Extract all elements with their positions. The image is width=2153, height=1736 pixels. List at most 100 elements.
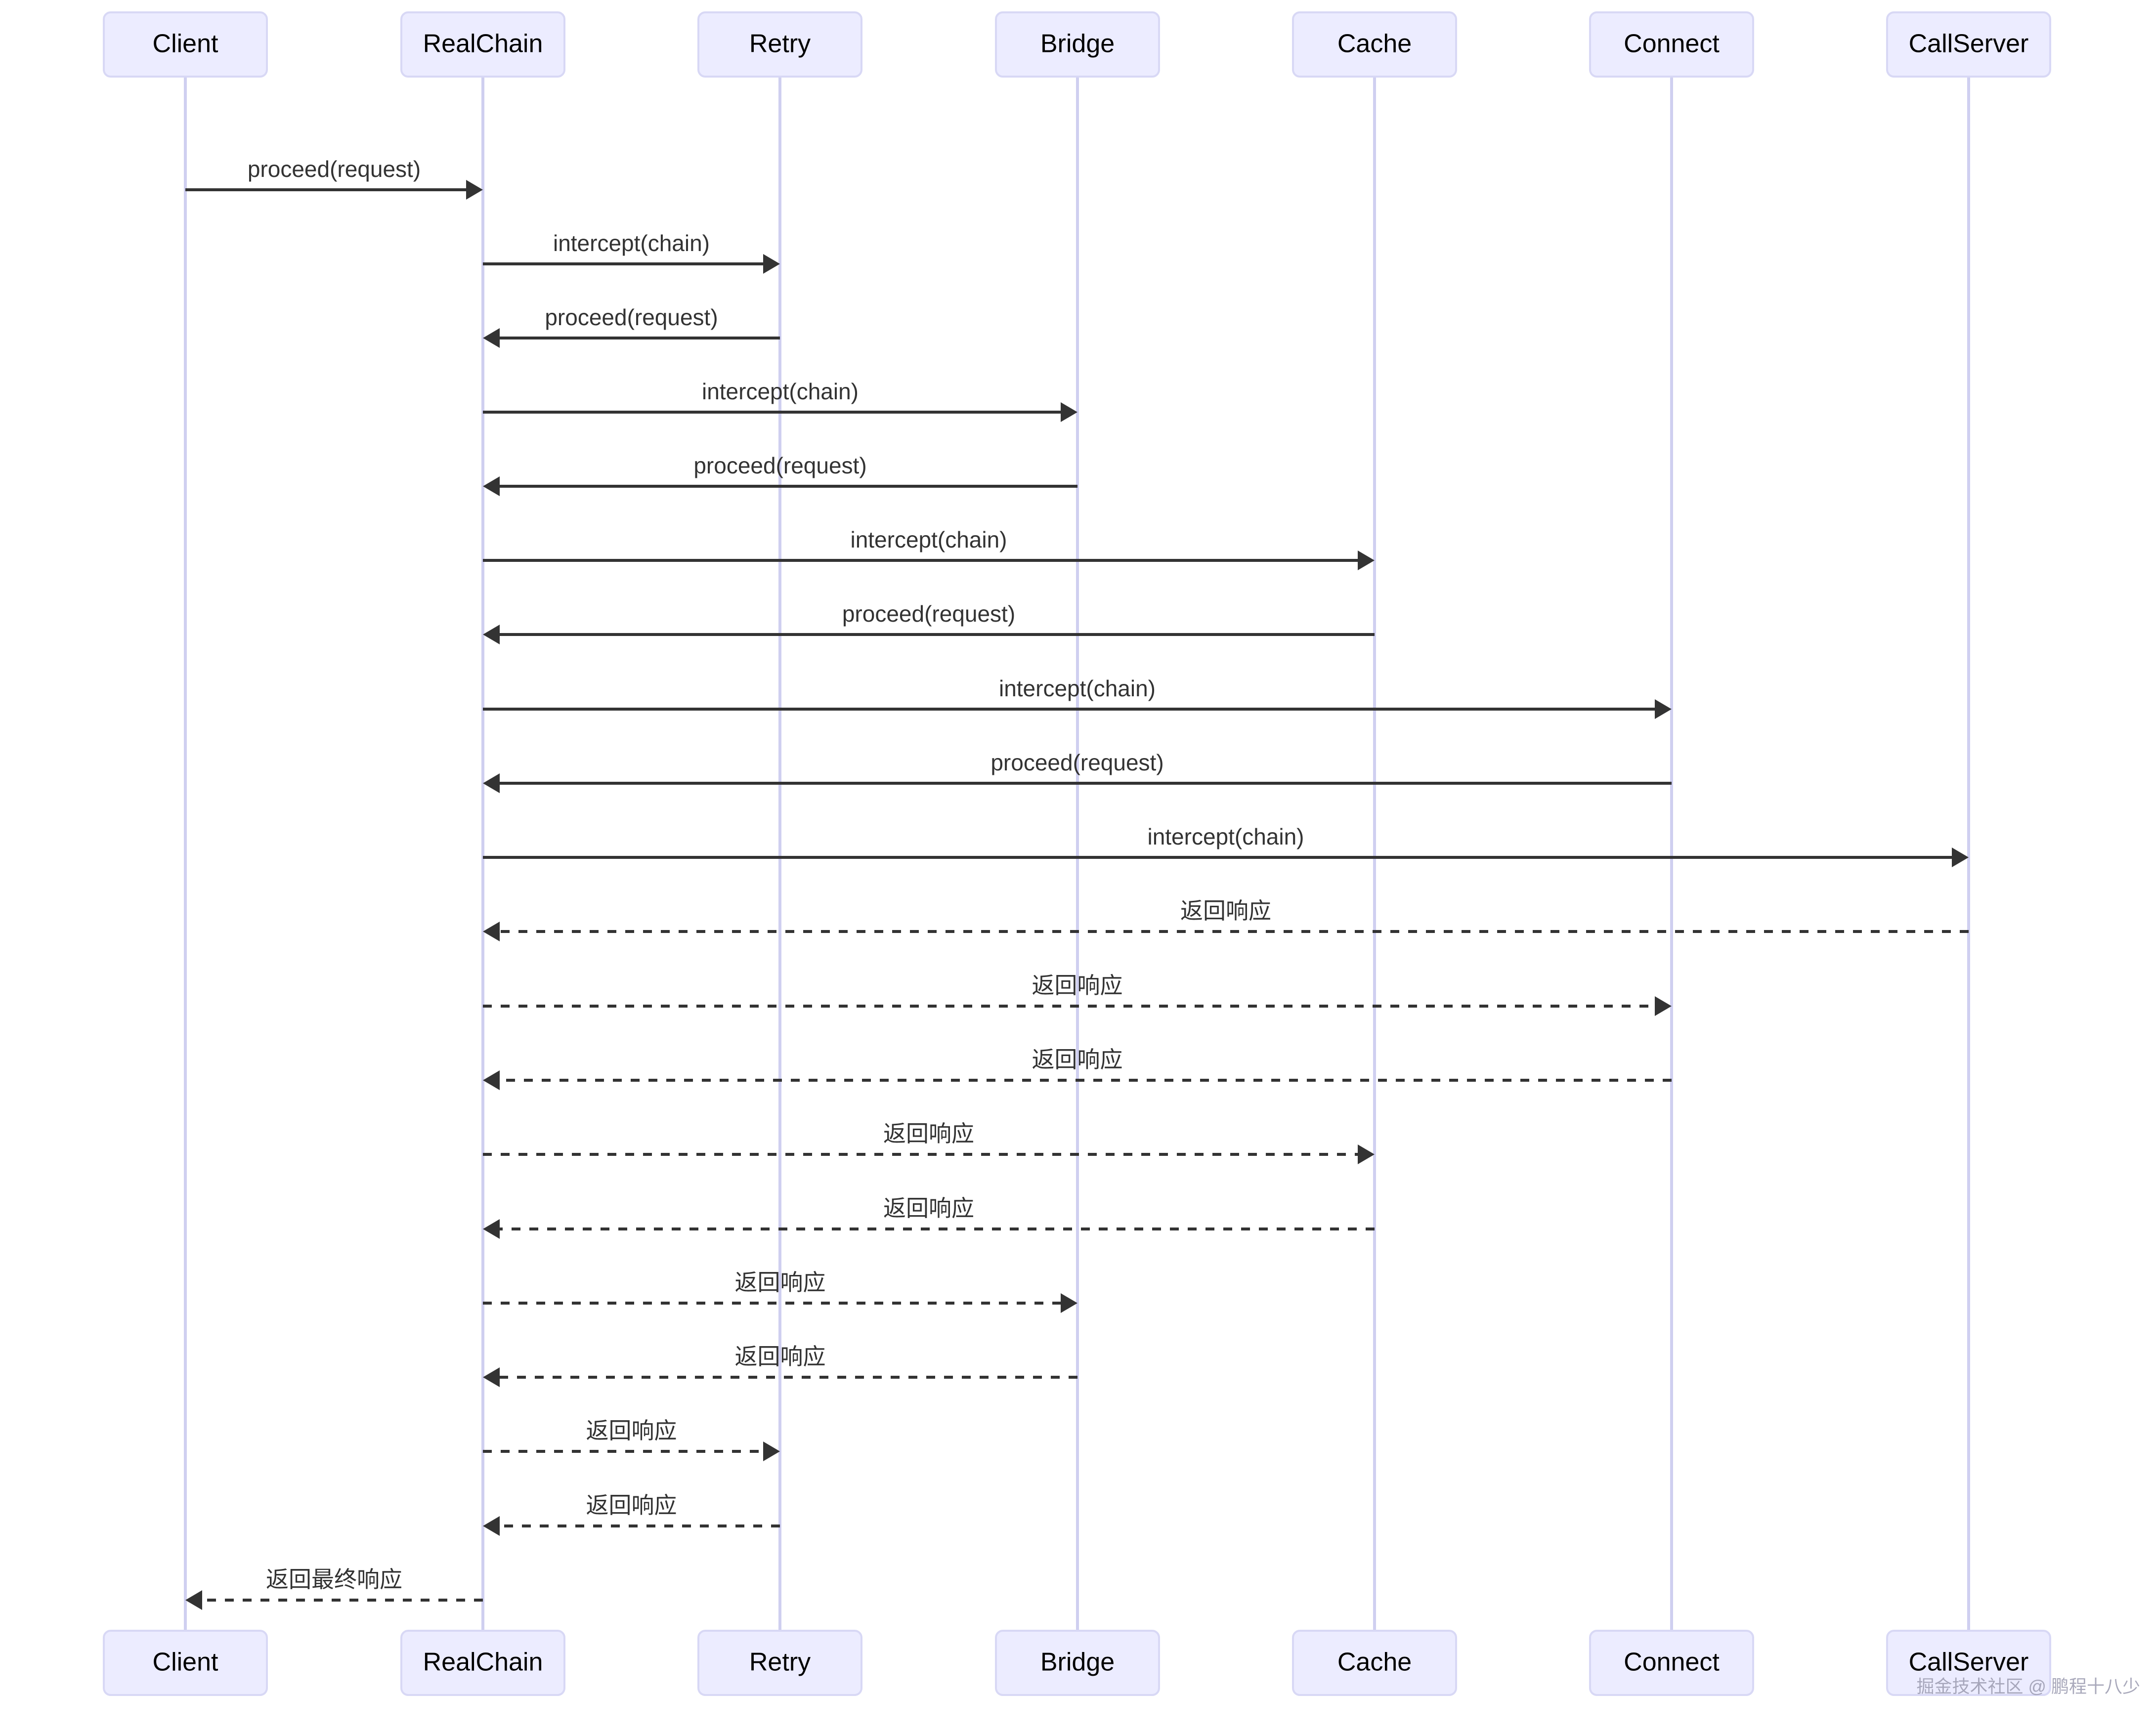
message-label: proceed(request) [693,453,866,478]
message-arrowhead [1655,699,1672,719]
message-8[interactable]: intercept(chain) [483,676,1672,719]
message-11[interactable]: 返回响应 [483,898,1969,941]
message-label: intercept(chain) [850,527,1007,552]
message-arrowhead [483,625,500,644]
actor-top-client[interactable]: Client [103,11,268,78]
message-13[interactable]: 返回响应 [483,1047,1672,1090]
actor-top-callserver[interactable]: CallServer [1886,11,2051,78]
actor-top-cache[interactable]: Cache [1292,11,1457,78]
message-6[interactable]: intercept(chain) [483,527,1375,570]
message-arrowhead [1358,1144,1375,1164]
message-arrowhead [1061,402,1077,422]
message-2[interactable]: intercept(chain) [483,230,780,274]
message-arrowhead [466,180,483,200]
message-label: 返回响应 [735,1344,826,1369]
message-4[interactable]: intercept(chain) [483,379,1077,422]
actor-label: Retry [749,30,811,58]
message-label: proceed(request) [545,304,718,330]
actor-bottom-callserver[interactable]: CallServer [1886,1630,2051,1696]
actor-box-rect [1589,11,1754,78]
message-10[interactable]: intercept(chain) [483,824,1969,867]
actor-bottom-connect[interactable]: Connect [1589,1630,1754,1696]
actor-top-connect[interactable]: Connect [1589,11,1754,78]
message-arrowhead [483,922,500,941]
message-arrowhead [185,1590,202,1610]
message-label: 返回响应 [586,1492,677,1518]
message-arrowhead [763,1441,780,1461]
actor-bottom-bridge[interactable]: Bridge [995,1630,1160,1696]
message-16[interactable]: 返回响应 [483,1270,1077,1313]
actor-label: Client [153,1648,218,1677]
message-label: 返回响应 [586,1418,677,1443]
message-17[interactable]: 返回响应 [483,1344,1077,1387]
actor-box-rect [400,1630,565,1696]
message-arrowhead [483,328,500,348]
message-arrowhead [1952,847,1969,867]
actor-top-bridge[interactable]: Bridge [995,11,1160,78]
actor-boxes-top: Client RealChain Retry Bridge Cache Connect Ca… [103,11,2051,78]
message-3[interactable]: proceed(request) [483,304,780,348]
actor-bottom-cache[interactable]: Cache [1292,1630,1457,1696]
actor-box-rect [697,11,862,78]
actor-label: Cache [1337,30,1412,58]
message-18[interactable]: 返回响应 [483,1418,780,1461]
message-1[interactable]: proceed(request) [185,156,483,200]
message-20[interactable]: 返回最终响应 [185,1567,483,1610]
message-arrowhead [1358,550,1375,570]
message-arrowhead [1655,996,1672,1016]
messages-layer: proceed(request) intercept(chain) proceed(… [185,156,1969,1610]
message-arrowhead [483,476,500,496]
message-label: intercept(chain) [1147,824,1304,849]
actor-label: Connect [1624,1648,1720,1677]
actor-label: CallServer [1909,30,2029,58]
message-label: proceed(request) [842,601,1015,627]
actor-box-rect [697,1630,862,1696]
actor-box-rect [1292,1630,1457,1696]
message-label: intercept(chain) [553,230,710,256]
message-label: 返回最终响应 [266,1567,402,1592]
actor-box-rect [1886,11,2051,78]
actor-box-rect [995,11,1160,78]
watermark-text: 掘金技术社区 @ 鹏程十八少 [1916,1676,2140,1696]
message-19[interactable]: 返回响应 [483,1492,780,1536]
message-label: intercept(chain) [702,379,859,404]
actor-boxes-bottom: Client RealChain Retry Bridge Cache Connect Ca… [103,1630,2051,1696]
message-label: intercept(chain) [999,676,1156,701]
actor-label: RealChain [423,1648,543,1677]
message-5[interactable]: proceed(request) [483,453,1077,496]
actor-box-rect [1886,1630,2051,1696]
lifelines-layer [184,77,1970,1631]
message-label: proceed(request) [248,156,421,182]
actor-label: CallServer [1909,1648,2029,1677]
message-arrowhead [483,773,500,793]
message-arrowhead [483,1516,500,1536]
message-14[interactable]: 返回响应 [483,1121,1375,1164]
actor-label: Cache [1337,1648,1412,1677]
actor-box-rect [103,11,268,78]
message-7[interactable]: proceed(request) [483,601,1375,644]
message-12[interactable]: 返回响应 [483,973,1672,1016]
actor-top-realchain[interactable]: RealChain [400,11,565,78]
actor-bottom-client[interactable]: Client [103,1630,268,1696]
message-arrowhead [483,1070,500,1090]
message-label: 返回响应 [1032,973,1123,998]
message-label: 返回响应 [883,1195,974,1221]
message-arrowhead [763,254,780,274]
actor-bottom-retry[interactable]: Retry [697,1630,862,1696]
message-label: 返回响应 [735,1270,826,1295]
actor-label: Client [153,30,218,58]
actor-bottom-realchain[interactable]: RealChain [400,1630,565,1696]
actor-label: Retry [749,1648,811,1677]
actor-box-rect [400,11,565,78]
actor-box-rect [995,1630,1160,1696]
actor-box-rect [1292,11,1457,78]
actor-label: RealChain [423,30,543,58]
actor-top-retry[interactable]: Retry [697,11,862,78]
message-arrowhead [483,1367,500,1387]
actor-box-rect [103,1630,268,1696]
message-arrowhead [483,1219,500,1239]
actor-label: Bridge [1040,1648,1115,1677]
message-15[interactable]: 返回响应 [483,1195,1375,1239]
message-9[interactable]: proceed(request) [483,750,1672,793]
